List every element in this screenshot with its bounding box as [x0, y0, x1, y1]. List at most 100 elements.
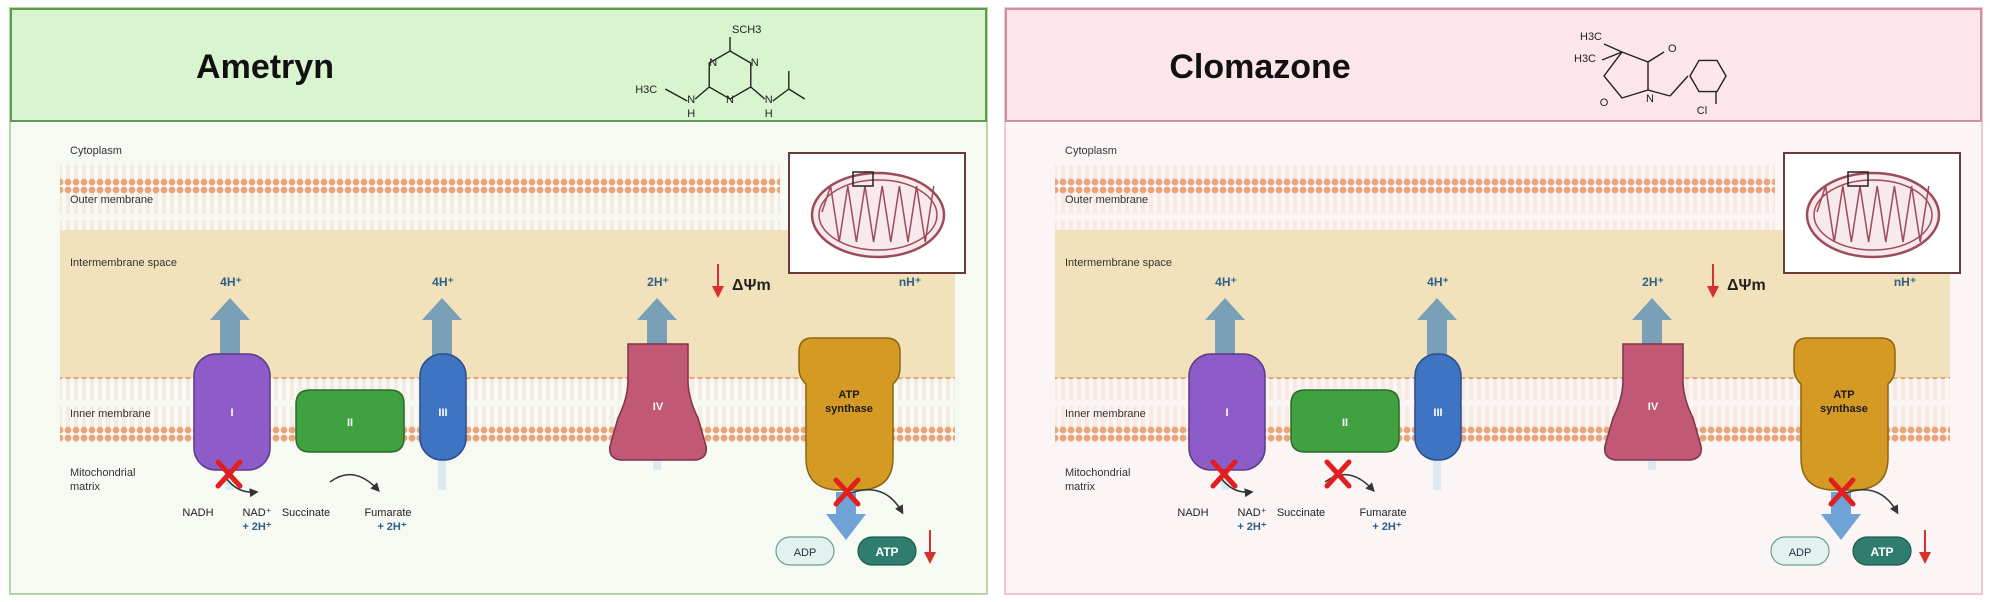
bond: [1647, 51, 1665, 63]
bond: [772, 88, 790, 102]
proton-arrow-c3: [422, 298, 462, 360]
label-intermembrane-space: Intermembrane space: [1065, 257, 1172, 269]
complex-ii-label: II: [1342, 417, 1348, 429]
label-succinate: Succinate: [1277, 507, 1325, 519]
reaction-curve-nadh: [225, 477, 259, 498]
atp-decrease-arrow-head: [924, 552, 936, 564]
inset-zoom-box: [852, 171, 874, 187]
proton-label-c1: 4H⁺: [220, 275, 242, 289]
label-matrix-line1: Mitochondrial: [70, 467, 135, 479]
bond: [788, 88, 806, 100]
complex-iv-label: IV: [653, 401, 664, 413]
mitochondrion-inset: [788, 152, 966, 274]
label-nad: NAD⁺: [1237, 507, 1266, 519]
label-fumarate-protons: + 2H⁺: [377, 521, 407, 533]
benzene-ring: [1689, 59, 1727, 93]
structure-label: H3C: [635, 84, 657, 96]
atp-synthase-label-line1: ATP: [1833, 389, 1854, 401]
structure-label: N: [687, 94, 695, 106]
inhibition-x-complex-i: [215, 459, 243, 489]
delta-psi-arrow-head: [712, 286, 724, 298]
label-matrix-line1: Mitochondrial: [1065, 467, 1130, 479]
inhibition-x-complex-i: [1210, 459, 1238, 489]
atp-label: ATP: [875, 545, 898, 559]
label-cytoplasm: Cytoplasm: [70, 145, 122, 157]
adp-pill: [775, 536, 835, 566]
mitochondrion-inset: [1783, 152, 1961, 274]
label-inner-membrane: Inner membrane: [1065, 408, 1146, 420]
structure-label: O: [1668, 43, 1677, 55]
structure-label: SCH3: [732, 24, 761, 36]
complex-iv: [1603, 343, 1703, 461]
membrane-potential-label: ΔΨm: [1727, 277, 1766, 294]
complex-iii-label: III: [1433, 407, 1442, 419]
structure-label: N: [751, 57, 759, 69]
bond: [1601, 51, 1623, 61]
isoxazolidinone-ring: [1603, 51, 1649, 99]
label-succinate: Succinate: [282, 507, 330, 519]
outer-membrane: [1055, 165, 1775, 231]
proton-label-atp: nH⁺: [1894, 275, 1916, 289]
reaction-curve-succinate: [329, 473, 380, 492]
label-matrix-line2: matrix: [1065, 481, 1095, 493]
atp-synthase-label-line2: synthase: [1820, 403, 1868, 415]
label-intermembrane-space: Intermembrane space: [70, 257, 177, 269]
proton-arrow-c4: [1632, 298, 1672, 350]
structure-label: H3C: [1580, 31, 1602, 43]
reaction-curve-nadh: [1220, 477, 1254, 498]
structure-label: Cl: [1697, 105, 1707, 117]
proton-arrow-c1: [210, 298, 250, 360]
label-fumarate: Fumarate: [364, 507, 411, 519]
triazine-ring: [708, 50, 752, 100]
proton-label-atp: nH⁺: [899, 275, 921, 289]
bond: [664, 88, 688, 102]
delta-psi-arrow-head: [1707, 286, 1719, 298]
label-matrix-line2: matrix: [70, 481, 100, 493]
complex-ii: [1290, 389, 1400, 453]
atp-synthase-label-line2: synthase: [825, 403, 873, 415]
complex-ii: [295, 389, 405, 453]
complex-iv-label: IV: [1648, 401, 1659, 413]
proton-label-c4: 2H⁺: [647, 275, 669, 289]
complex-iii: [1414, 353, 1462, 461]
bond: [750, 86, 766, 100]
reaction-curve-atp: [1842, 489, 1899, 515]
proton-label-c1: 4H⁺: [1215, 275, 1237, 289]
structure-label: N: [765, 94, 773, 106]
mito-cristae: [821, 185, 935, 243]
inhibition-x-atp-synthase: [833, 477, 861, 507]
mito-cristae: [1816, 185, 1930, 243]
complex-i-label: I: [1225, 407, 1228, 419]
complex-iii-label: III: [438, 407, 447, 419]
bond: [1669, 75, 1689, 97]
complex-iii: [419, 353, 467, 461]
reaction-curve-succinate: [1324, 473, 1375, 492]
label-fumarate-protons: + 2H⁺: [1372, 521, 1402, 533]
label-outer-membrane: Outer membrane: [70, 194, 153, 206]
atp-decrease-arrow-head: [1919, 552, 1931, 564]
panel-header: [10, 8, 987, 122]
proton-arrow-c4: [637, 298, 677, 350]
proton-arrow-c3: [1417, 298, 1457, 360]
label-cytoplasm: Cytoplasm: [1065, 145, 1117, 157]
proton-arrow-c1: [1205, 298, 1245, 360]
inset-zoom-box: [1847, 171, 1869, 187]
structure-label: N: [726, 94, 734, 106]
label-nad: NAD⁺: [242, 507, 271, 519]
outer-membrane: [60, 165, 780, 231]
atp-pill: [1852, 536, 1912, 566]
bond: [1603, 43, 1623, 53]
label-nad-protons: + 2H⁺: [1237, 521, 1267, 533]
atp-label: ATP: [1870, 545, 1893, 559]
inhibition-x-atp-synthase: [1828, 477, 1856, 507]
structure-label: H: [765, 108, 773, 120]
structure-label: H3C: [1574, 53, 1596, 65]
structure-label: N: [1646, 93, 1654, 105]
complex-iv: [608, 343, 708, 461]
complex-i-label: I: [230, 407, 233, 419]
reaction-curve-atp: [847, 489, 904, 515]
